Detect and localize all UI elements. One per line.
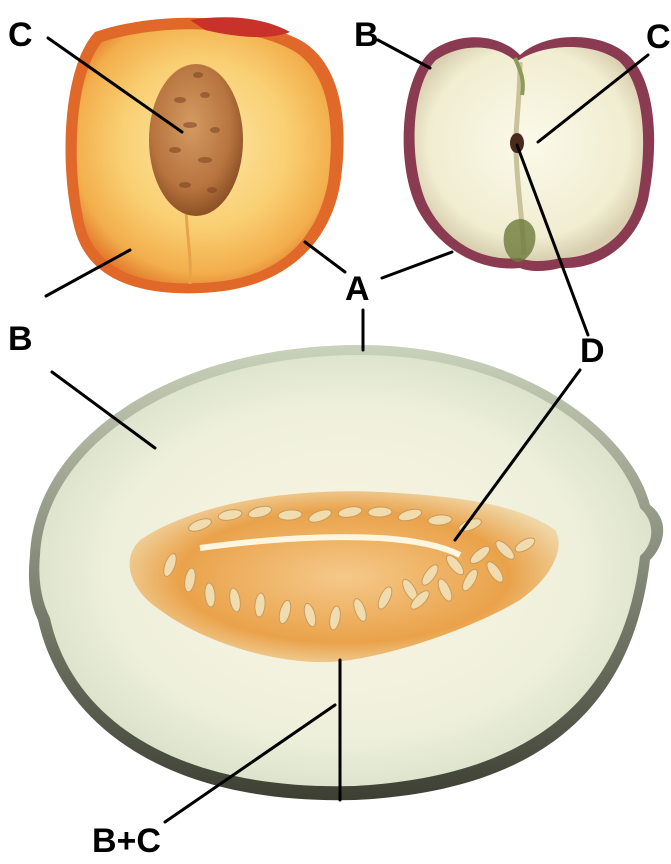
peach-half <box>65 17 343 293</box>
label-peach-b: B <box>8 320 33 358</box>
apple-seed-cavity <box>510 133 524 153</box>
peach-stone <box>149 64 243 216</box>
leader-a-to-peach <box>305 242 345 272</box>
label-pericarp-a: A <box>345 270 370 308</box>
label-seed-d: D <box>580 332 605 370</box>
leader-a-to-apple <box>382 252 452 278</box>
leader-apple-b <box>378 40 430 68</box>
apple-half <box>404 37 655 271</box>
label-melon-bc: B+C <box>92 822 161 860</box>
label-peach-c: C <box>8 16 33 54</box>
label-apple-b: B <box>354 16 379 54</box>
label-apple-c: C <box>646 18 671 56</box>
melon-half <box>29 345 663 800</box>
